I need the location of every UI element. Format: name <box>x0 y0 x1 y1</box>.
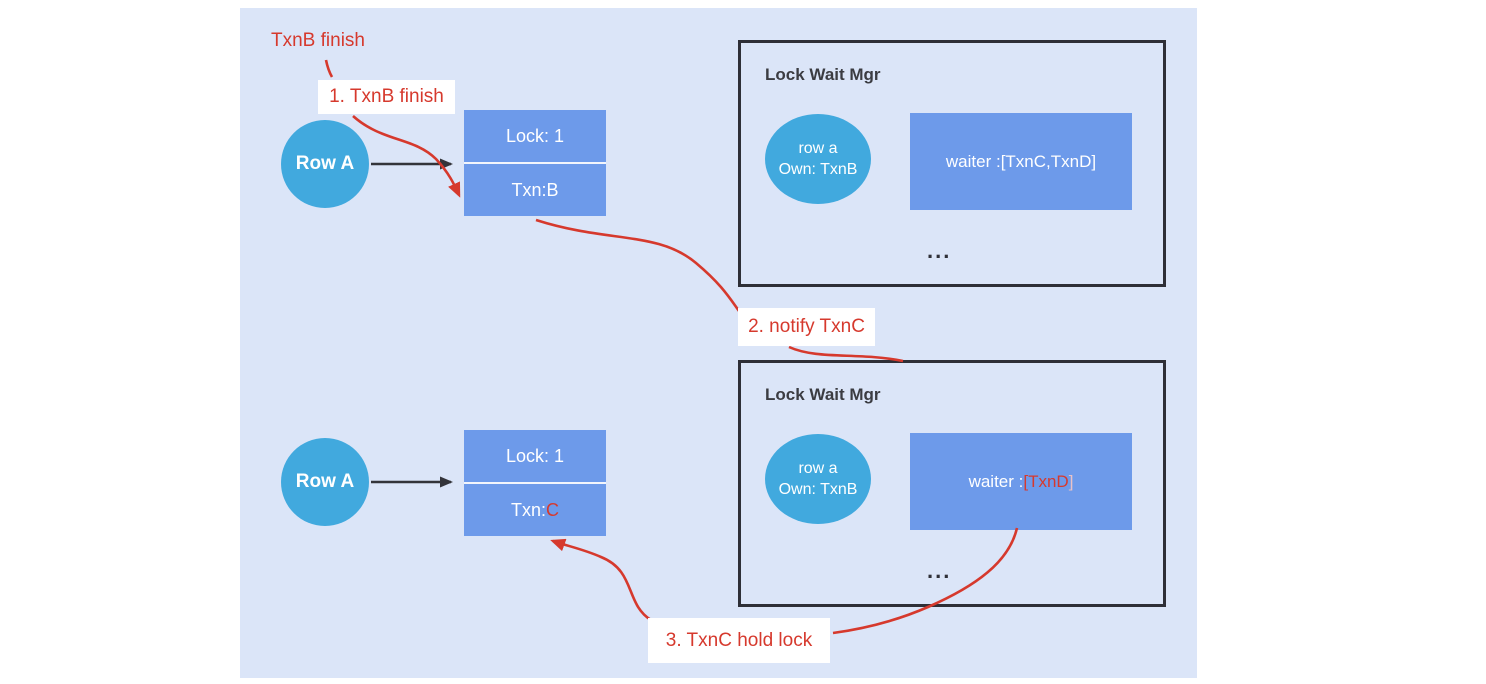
row-a-label-top: Row A <box>295 153 355 174</box>
waiter-value-bottom: [TxnD <box>1023 471 1069 491</box>
owner-row-bottom: row a <box>798 460 838 477</box>
txn-value-bottom: C <box>546 499 559 520</box>
waiter-suffix-bottom: ] <box>1068 471 1074 491</box>
ellipsis-bottom: ... <box>927 558 952 583</box>
txn-cell-top: Txn: B <box>464 164 606 216</box>
waiter-prefix-top: waiter : <box>945 151 1001 171</box>
owner-node-bottom: row a Own: TxnB <box>765 434 871 524</box>
step2-label: 2. notify TxnC <box>738 308 875 346</box>
lock-wait-mgr-bottom: Lock Wait Mgr row a Own: TxnB waiter : [… <box>738 360 1166 607</box>
waiter-rect-top: waiter : [TxnC,TxnD] <box>910 113 1132 210</box>
owner-row-top: row a <box>798 140 838 157</box>
txn-prefix-bottom: Txn: <box>510 499 546 520</box>
ellipsis-top: ... <box>927 238 952 263</box>
row-a-node-top: Row A <box>281 120 369 208</box>
lock-cell-top: Lock: 1 <box>464 110 606 162</box>
step1-label: 1. TxnB finish <box>318 80 455 114</box>
txn-cell-bottom: Txn: C <box>464 484 606 536</box>
waiter-prefix-bottom: waiter : <box>968 471 1024 491</box>
step3-label: 3. TxnC hold lock <box>648 618 830 663</box>
lock-wait-mgr-top: Lock Wait Mgr row a Own: TxnB waiter : [… <box>738 40 1166 287</box>
owner-node-top: row a Own: TxnB <box>765 114 871 204</box>
lock-cell-top-text: Lock: 1 <box>505 125 565 146</box>
waiter-value-top: [TxnC,TxnD] <box>1000 151 1097 171</box>
txn-prefix-top: Txn: <box>511 179 547 200</box>
row-a-node-bottom: Row A <box>281 438 369 526</box>
txn-value-top: B <box>546 179 559 200</box>
heading-txnb-finish: TxnB finish <box>271 30 365 51</box>
mgr-title-top: Lock Wait Mgr <box>765 65 881 84</box>
lock-cell-bottom-text: Lock: 1 <box>505 445 565 466</box>
lock-box-divider-bottom <box>464 482 606 484</box>
owner-txn-bottom: Own: TxnB <box>778 481 858 498</box>
waiter-rect-bottom: waiter : [TxnD] <box>910 433 1132 530</box>
lock-cell-bottom: Lock: 1 <box>464 430 606 482</box>
owner-txn-top: Own: TxnB <box>778 161 858 178</box>
lock-box-divider-top <box>464 162 606 164</box>
row-a-label-bottom: Row A <box>295 471 355 492</box>
lock-box-top: Lock: 1 Txn: B <box>464 110 606 216</box>
lock-box-bottom: Lock: 1 Txn: C <box>464 430 606 536</box>
mgr-title-bottom: Lock Wait Mgr <box>765 385 881 404</box>
